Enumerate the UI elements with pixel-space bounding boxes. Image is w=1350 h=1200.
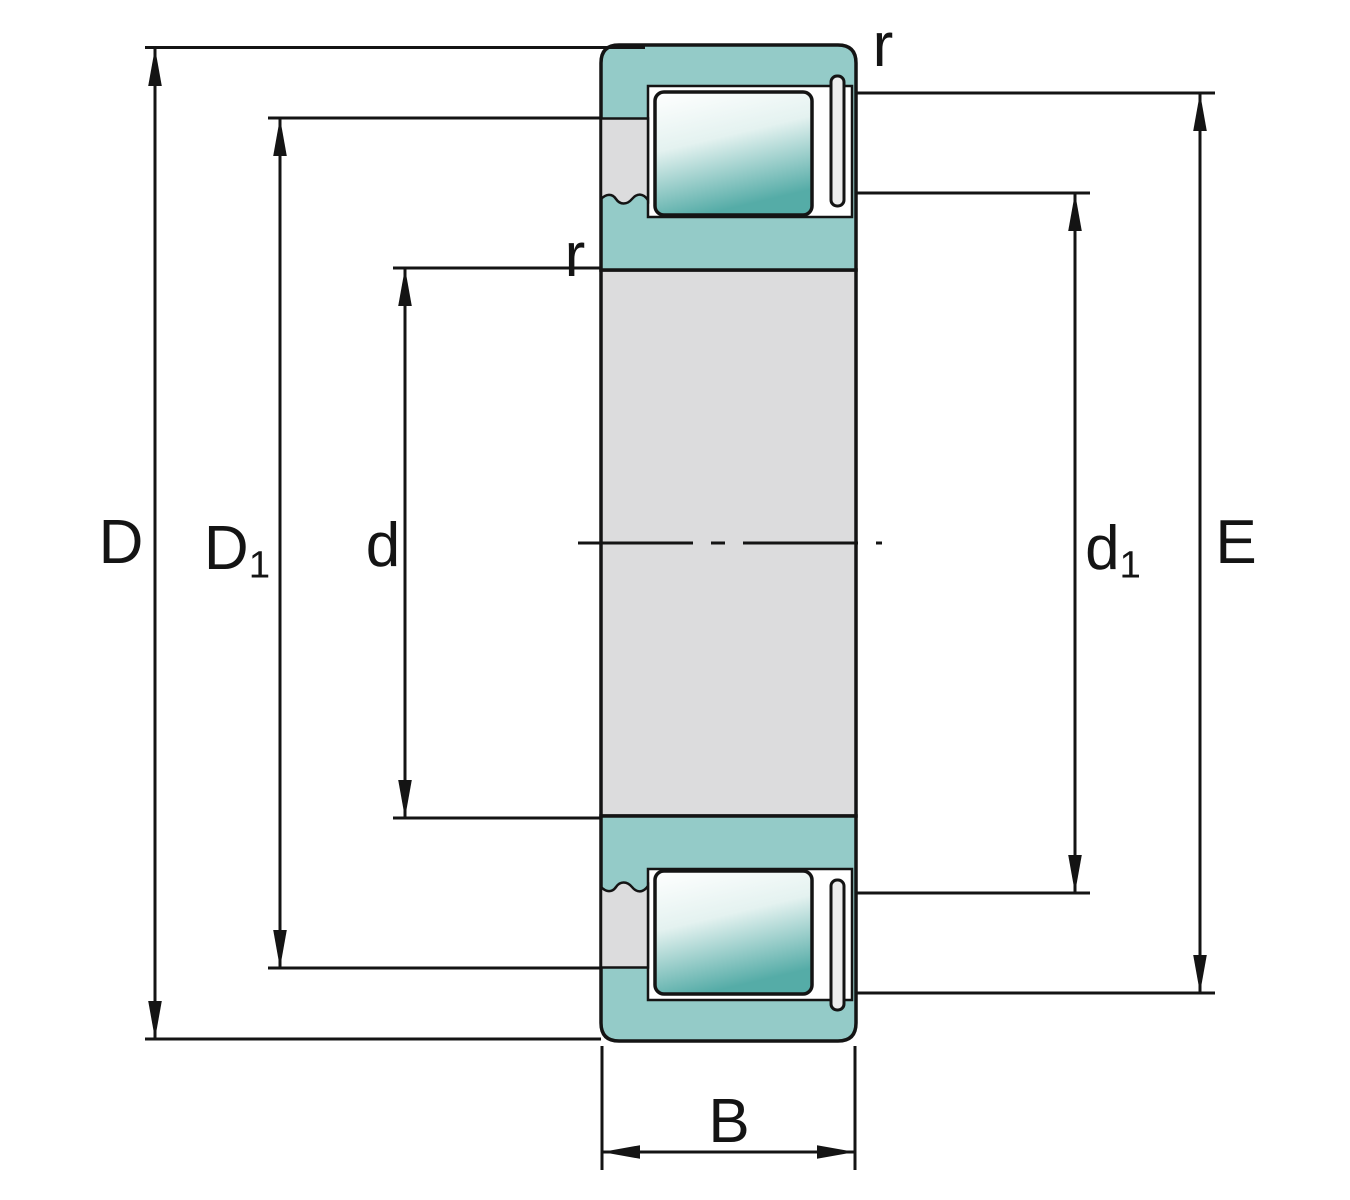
label-fillet-radius-top-r: r	[873, 15, 894, 77]
guide-rib-bottom	[829, 878, 846, 1012]
bottom-ring-assembly	[599, 814, 858, 1043]
label-text: D	[98, 508, 144, 577]
label-subscript: 1	[248, 543, 271, 587]
bearing-body	[578, 43, 882, 1043]
label-text: B	[708, 1087, 750, 1156]
label-fillet-radius-left-r: r	[565, 225, 586, 287]
label-shoulder-diameter-d1: d1	[1085, 518, 1141, 585]
guide-rib-top	[829, 74, 846, 208]
top-ring-assembly	[599, 43, 858, 272]
label-text: D	[203, 514, 249, 583]
label-text: r	[872, 11, 894, 80]
extension-lines	[145, 46, 1215, 1170]
dimension-lines	[148, 48, 1207, 1159]
roller-top	[653, 90, 814, 217]
cage-break-bottom	[599, 881, 650, 969]
label-text: r	[564, 221, 586, 290]
label-raceway-diameter-E: E	[1215, 512, 1256, 574]
label-shoulder-diameter-D1: D1	[204, 518, 270, 585]
label-text: E	[1215, 508, 1257, 577]
label-subscript: 1	[1119, 543, 1141, 587]
label-outer-diameter-D: D	[99, 512, 144, 574]
label-text: d	[365, 511, 401, 580]
label-width-B: B	[708, 1091, 749, 1153]
roller-bottom	[653, 869, 814, 996]
label-bore-diameter-d: d	[366, 515, 400, 577]
cage-break-top	[599, 117, 650, 205]
label-text: d	[1085, 514, 1120, 583]
